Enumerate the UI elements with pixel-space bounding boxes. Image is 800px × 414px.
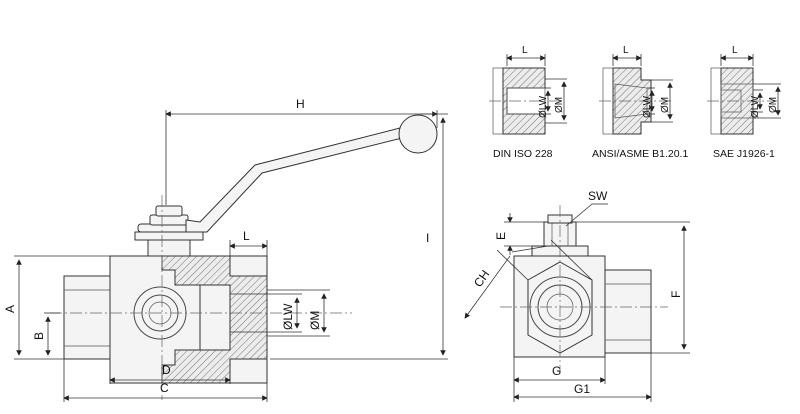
- dim-L-label: L: [243, 229, 250, 243]
- dim-CH-label: CH: [471, 267, 492, 289]
- standard-detail-sae: L ØLW ØM SAE J1926-1: [707, 45, 781, 160]
- front-view: [50, 114, 438, 400]
- ansi-L-label: L: [623, 45, 629, 56]
- dim-I-label: I: [426, 231, 429, 245]
- din-L-label: L: [522, 45, 528, 56]
- din-LW-label: ØLW: [538, 95, 549, 118]
- dim-G-label: G: [552, 364, 561, 378]
- ansi-LW-label: ØLW: [642, 95, 653, 118]
- dim-B-label: B: [32, 332, 46, 340]
- sae-M-label: ØM: [768, 97, 779, 113]
- side-view: [500, 205, 668, 372]
- sae-caption: SAE J1926-1: [713, 148, 775, 160]
- side-port: [604, 269, 652, 354]
- handle-lever: [185, 127, 403, 233]
- din-M-label: ØM: [554, 97, 565, 113]
- dim-F-label: F: [669, 291, 683, 298]
- dim-M-label: ØM: [308, 311, 322, 330]
- standard-detail-ansi: L ØLW ØM ANSI/ASME B1.20.1: [592, 45, 688, 160]
- dim-SW-label: SW: [588, 189, 608, 203]
- ansi-M-label: ØM: [660, 97, 671, 113]
- handle-grip: [398, 114, 438, 154]
- dim-H-label: H: [296, 97, 305, 111]
- dim-A-label: A: [3, 305, 17, 313]
- left-port: [63, 275, 111, 360]
- sae-L-label: L: [732, 45, 738, 56]
- dim-C-label: C: [160, 381, 169, 395]
- sae-LW-label: ØLW: [750, 95, 761, 118]
- din-caption: DIN ISO 228: [493, 148, 553, 160]
- front-dimensions: H I L ØLW ØM A B D: [3, 97, 448, 402]
- dim-LW-label: ØLW: [281, 303, 295, 330]
- dim-G1-label: G1: [574, 382, 590, 396]
- standard-detail-din: L ØLW ØM DIN ISO 228: [489, 45, 567, 160]
- dim-D-label: D: [162, 363, 171, 377]
- ansi-caption: ANSI/ASME B1.20.1: [592, 148, 688, 160]
- dim-E-label: E: [494, 232, 508, 240]
